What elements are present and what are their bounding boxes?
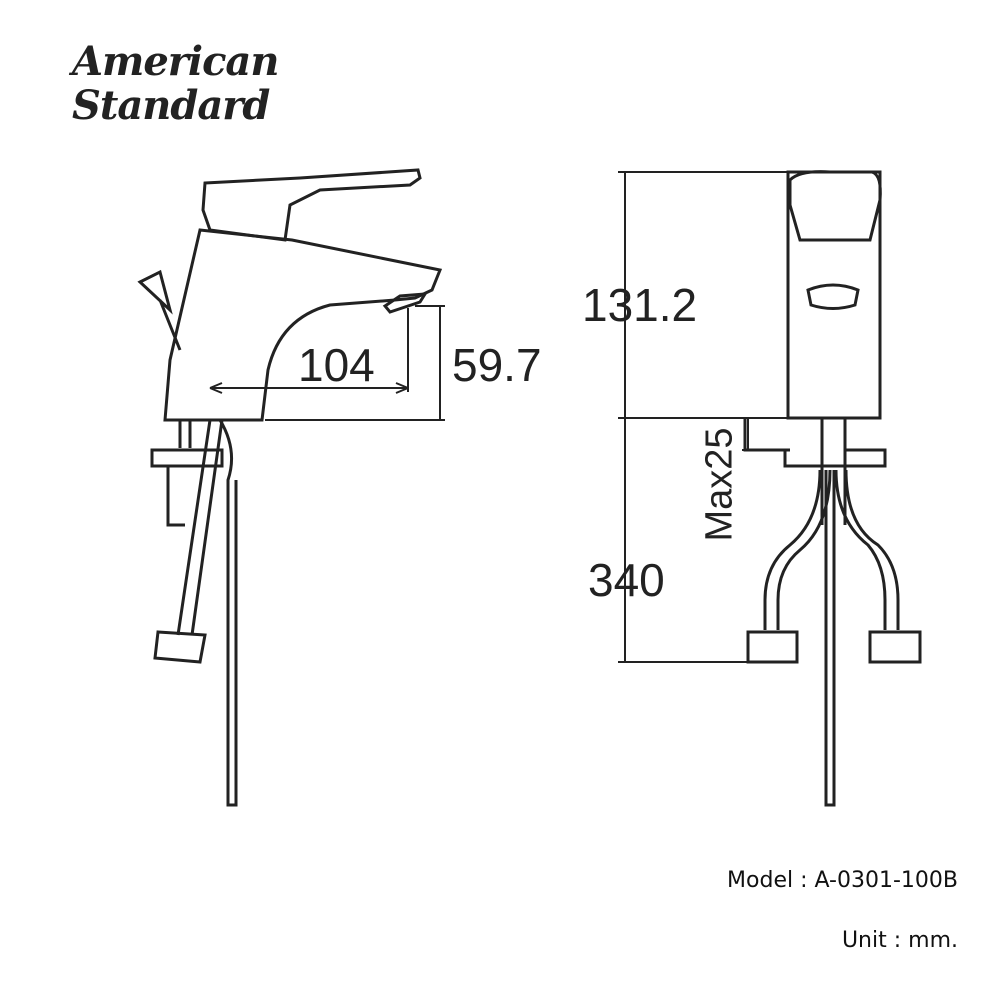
front-body [786,170,882,420]
dim-label-max25: Max25 [698,427,741,542]
dim-104 [209,308,409,394]
dim-vertical [618,171,788,663]
brand-line1: American [72,38,279,85]
nut-right [868,630,922,664]
hose-nut [153,630,207,664]
dim-59-7 [265,305,445,421]
side-view [137,168,445,807]
hose-left [763,469,832,630]
dim-label-340: 340 [588,554,665,606]
popup-rod [218,419,238,807]
dim-label-59-7: 59.7 [452,339,542,391]
hose [176,419,224,636]
nut-left [746,630,799,664]
spout-tip [382,292,428,314]
aerator-slot [806,283,860,310]
hose-right [834,469,900,630]
unit-label: Unit : mm. [841,928,958,953]
model-label: Model : A-0301-100B [727,868,958,893]
brand-line2: Standard [72,82,270,129]
front-view [618,170,922,807]
mount [150,420,224,527]
front-popup-rod [824,470,836,807]
brand-logo: American Standard [72,38,279,129]
dim-label-131-2: 131.2 [582,279,698,331]
front-handle [788,170,882,242]
popup-knob [137,269,182,351]
dim-label-104: 104 [298,339,375,391]
handle-lever [201,168,422,242]
